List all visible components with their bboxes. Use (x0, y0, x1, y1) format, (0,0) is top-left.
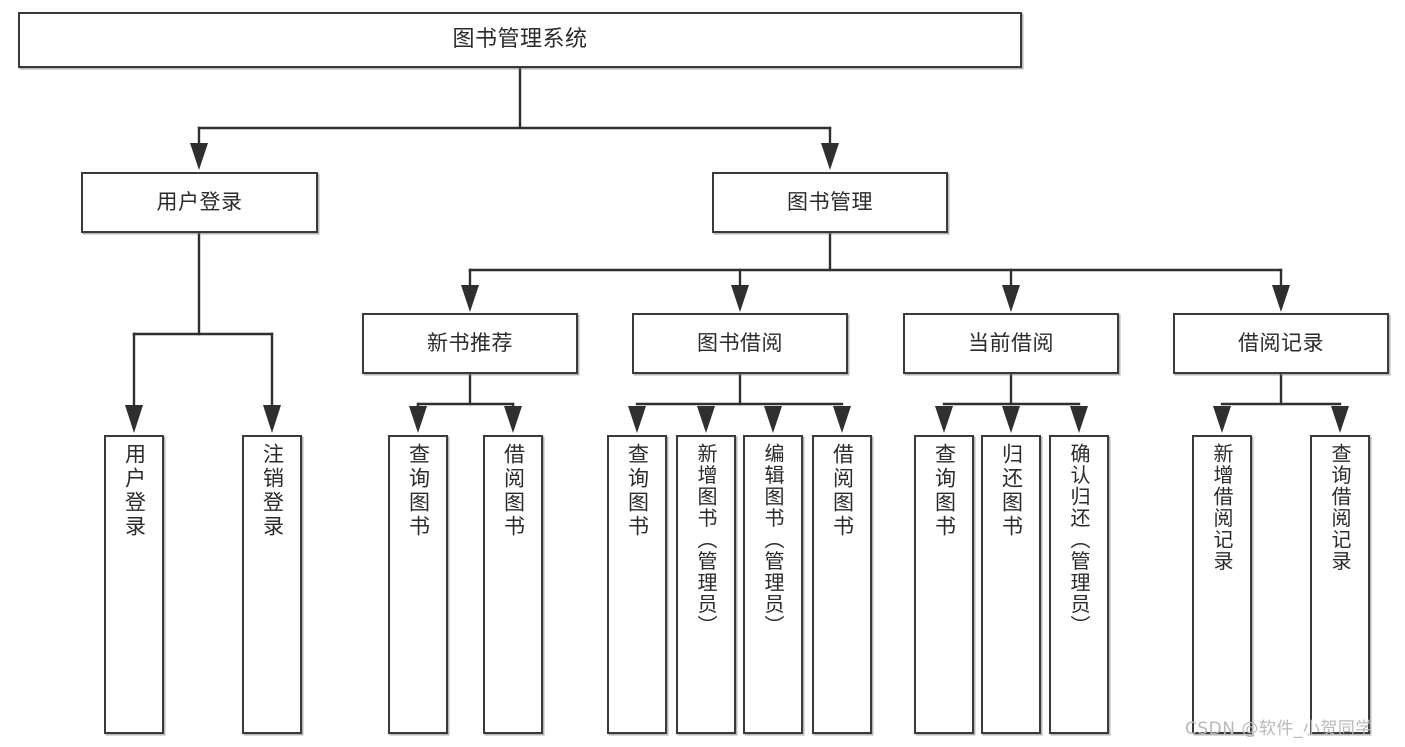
node-leaf-return-book-label: 归还图书 (999, 443, 1024, 539)
node-leaf-query-record[interactable]: 查询借阅记录 (1310, 435, 1370, 734)
node-leaf-query-book-1-label: 查询图书 (406, 443, 431, 539)
node-current-borrow-label: 当前借阅 (968, 331, 1054, 356)
node-leaf-user-logout[interactable]: 注销登录 (242, 435, 302, 734)
node-leaf-return-book[interactable]: 归还图书 (981, 435, 1041, 734)
arrow-borrowrecord-leaf-2 (1331, 406, 1349, 433)
node-leaf-edit-book-label: 编辑图书（管理员） (761, 443, 785, 637)
arrow-newbook-leaf-1 (409, 406, 427, 433)
arrow-userlogin-leaf-2 (263, 405, 281, 433)
node-leaf-query-record-label: 查询借阅记录 (1328, 443, 1352, 572)
node-leaf-borrow-book-2[interactable]: 借阅图书 (812, 435, 872, 734)
node-root-label: 图书管理系统 (452, 27, 588, 53)
watermark-text: CSDN @软件_小贺同学 (1185, 719, 1373, 739)
node-leaf-borrow-book-1[interactable]: 借阅图书 (483, 435, 543, 734)
node-leaf-add-book-label: 新增图书（管理员） (694, 443, 718, 637)
node-borrow-record[interactable]: 借阅记录 (1173, 313, 1389, 374)
arrow-bookborrow-leaf-2 (697, 406, 715, 433)
node-book-borrow-label: 图书借阅 (697, 331, 783, 356)
arrow-bookborrow-leaf-4 (833, 406, 851, 433)
arrow-userlogin-leaf-1 (125, 405, 143, 433)
node-book-borrow[interactable]: 图书借阅 (632, 313, 848, 374)
arrow-bookborrow-leaf-1 (628, 406, 646, 433)
node-leaf-confirm-return-label: 确认归还（管理员） (1067, 443, 1091, 637)
node-current-borrow[interactable]: 当前借阅 (903, 313, 1119, 374)
node-leaf-borrow-book-1-label: 借阅图书 (501, 443, 526, 539)
node-leaf-add-book[interactable]: 新增图书（管理员） (676, 435, 736, 734)
arrow-bm-to-current-borrow (1002, 285, 1020, 312)
node-user-login-label: 用户登录 (156, 190, 243, 215)
node-leaf-user-login[interactable]: 用户登录 (104, 435, 164, 734)
node-leaf-add-record-label: 新增借阅记录 (1210, 443, 1234, 572)
node-user-login[interactable]: 用户登录 (81, 172, 318, 233)
node-root[interactable]: 图书管理系统 (18, 12, 1022, 68)
node-book-manage-label: 图书管理 (787, 190, 873, 215)
node-leaf-add-record[interactable]: 新增借阅记录 (1192, 435, 1252, 734)
arrow-borrowrecord-leaf-1 (1213, 406, 1231, 433)
arrow-bm-to-book-borrow (731, 285, 749, 312)
arrow-currentborrow-leaf-2 (1002, 406, 1020, 433)
node-leaf-query-book-3[interactable]: 查询图书 (914, 435, 974, 734)
node-leaf-borrow-book-2-label: 借阅图书 (830, 443, 855, 539)
node-new-book-rec-label: 新书推荐 (427, 331, 513, 356)
node-leaf-query-book-2-label: 查询图书 (625, 443, 650, 539)
node-leaf-query-book-1[interactable]: 查询图书 (388, 435, 448, 734)
arrow-bm-to-borrow-record (1272, 285, 1290, 312)
node-leaf-query-book-3-label: 查询图书 (932, 443, 957, 539)
arrow-bm-to-new-book-rec (461, 285, 479, 312)
arrow-currentborrow-leaf-3 (1070, 406, 1088, 433)
node-leaf-query-book-2[interactable]: 查询图书 (607, 435, 667, 734)
arrow-root-to-user-login (190, 143, 208, 170)
arrow-newbook-leaf-2 (504, 406, 522, 433)
node-leaf-edit-book[interactable]: 编辑图书（管理员） (743, 435, 803, 734)
node-new-book-rec[interactable]: 新书推荐 (362, 313, 578, 374)
arrow-currentborrow-leaf-1 (935, 406, 953, 433)
node-leaf-user-login-label: 用户登录 (122, 443, 147, 539)
node-borrow-record-label: 借阅记录 (1238, 331, 1324, 356)
node-leaf-user-logout-label: 注销登录 (260, 443, 285, 539)
arrow-root-to-book-manage (821, 143, 839, 170)
node-book-manage[interactable]: 图书管理 (712, 172, 948, 233)
node-leaf-confirm-return[interactable]: 确认归还（管理员） (1049, 435, 1109, 734)
arrow-bookborrow-leaf-3 (764, 406, 782, 433)
